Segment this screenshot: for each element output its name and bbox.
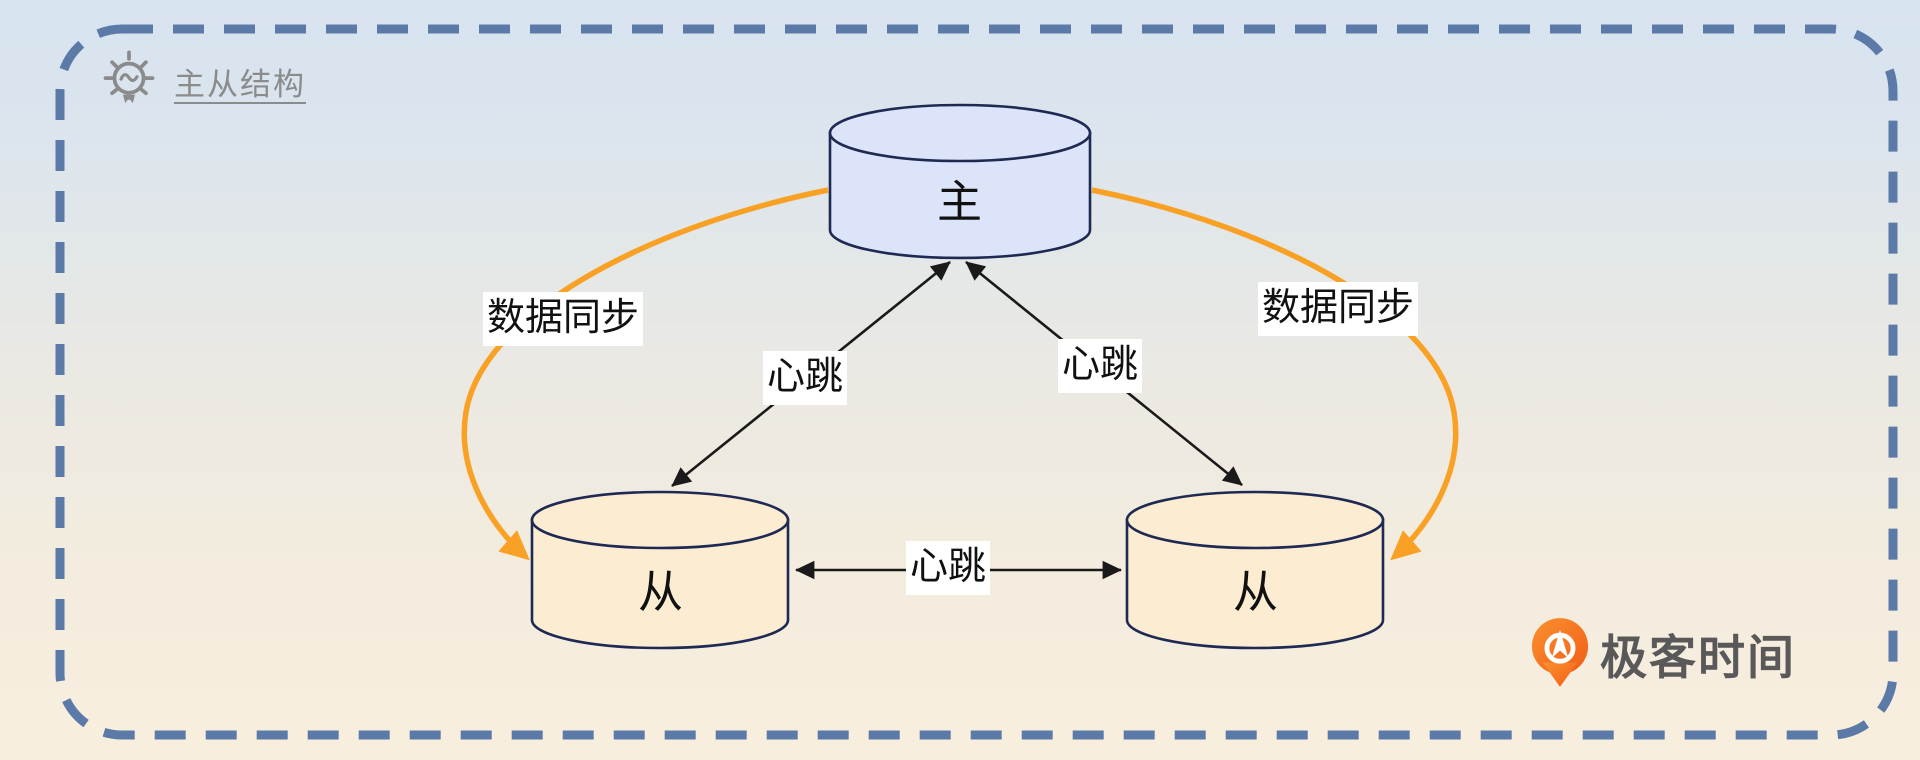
title-badge: 主从结构 (100, 50, 306, 112)
slave-left-node-label: 从 (637, 566, 685, 618)
geektime-logo-text: 极客时间 (1600, 630, 1796, 684)
slave-right-node (1125, 490, 1385, 650)
sync-right-label: 数据同步 (1258, 282, 1419, 336)
slave-right-node-label: 从 (1232, 566, 1280, 618)
sync-curve-right (1091, 187, 1459, 561)
lightbulb-icon (100, 50, 158, 112)
master-node (828, 103, 1092, 260)
geektime-logo-icon (1530, 616, 1590, 690)
heartbeat-bottom-label: 心跳 (906, 541, 991, 595)
sync-curve-left (461, 187, 829, 561)
slave-left-node (530, 490, 790, 650)
heartbeat-right-label: 心跳 (1058, 339, 1143, 393)
geektime-logo: 极客时间 (1530, 616, 1796, 690)
dashed-border (55, 24, 1898, 740)
page-title: 主从结构 (174, 66, 306, 102)
heartbeat-left-label: 心跳 (763, 351, 848, 405)
sync-left-label: 数据同步 (483, 292, 644, 346)
master-node-label: 主 (936, 176, 984, 228)
